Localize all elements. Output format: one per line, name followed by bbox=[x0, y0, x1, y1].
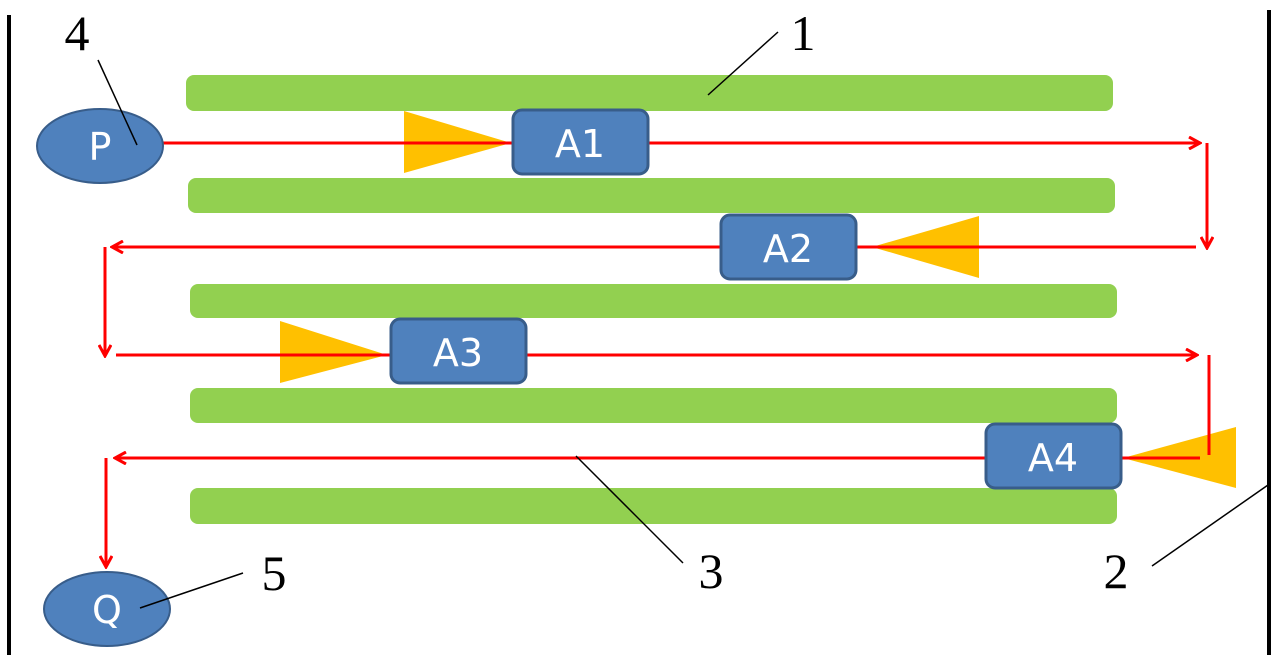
end-node-label: Q bbox=[92, 588, 122, 632]
callout-4: 4 bbox=[65, 5, 90, 61]
leader-lines bbox=[97, 31, 1269, 609]
agents-group: A1 A2 A3 A4 bbox=[389, 108, 1123, 490]
leader-line-4 bbox=[97, 59, 138, 146]
agent-a4-label: A4 bbox=[1028, 436, 1078, 480]
callout-5: 5 bbox=[262, 545, 287, 601]
agent-a4[interactable]: A4 bbox=[984, 422, 1123, 490]
agent-a2-label: A2 bbox=[763, 227, 813, 271]
leader-line-1 bbox=[707, 31, 779, 96]
leader-line-5 bbox=[139, 572, 244, 609]
strips-group bbox=[186, 75, 1117, 524]
agent-a3-box bbox=[389, 317, 528, 385]
start-node-ellipse bbox=[36, 108, 164, 184]
strip-2 bbox=[188, 178, 1115, 213]
agent-a1-box bbox=[511, 108, 650, 176]
callout-1: 1 bbox=[791, 5, 816, 61]
agent-a3[interactable]: A3 bbox=[389, 317, 528, 385]
agent-a2[interactable]: A2 bbox=[719, 213, 858, 281]
leader-line-3 bbox=[575, 455, 684, 564]
path-overlay bbox=[275, 141, 1211, 460]
agent-a3-label: A3 bbox=[433, 331, 483, 375]
agent-a2-box bbox=[719, 213, 858, 281]
leader-line-2 bbox=[1151, 484, 1269, 567]
agent-a1[interactable]: A1 bbox=[511, 108, 650, 176]
callout-2: 2 bbox=[1104, 543, 1129, 599]
end-node[interactable]: Q bbox=[43, 571, 171, 647]
start-node-label: P bbox=[89, 125, 112, 169]
start-node[interactable]: P bbox=[36, 108, 164, 184]
agent-a4-box bbox=[984, 422, 1123, 490]
direction-marker-3 bbox=[280, 321, 387, 383]
strip-1 bbox=[186, 75, 1113, 111]
end-node-ellipse bbox=[43, 571, 171, 647]
strip-5 bbox=[190, 488, 1117, 524]
strip-3 bbox=[190, 284, 1117, 318]
callout-3: 3 bbox=[699, 543, 724, 599]
strip-4 bbox=[190, 388, 1117, 423]
callouts: 1 2 3 4 5 bbox=[65, 5, 1129, 601]
agent-a1-label: A1 bbox=[555, 122, 605, 166]
